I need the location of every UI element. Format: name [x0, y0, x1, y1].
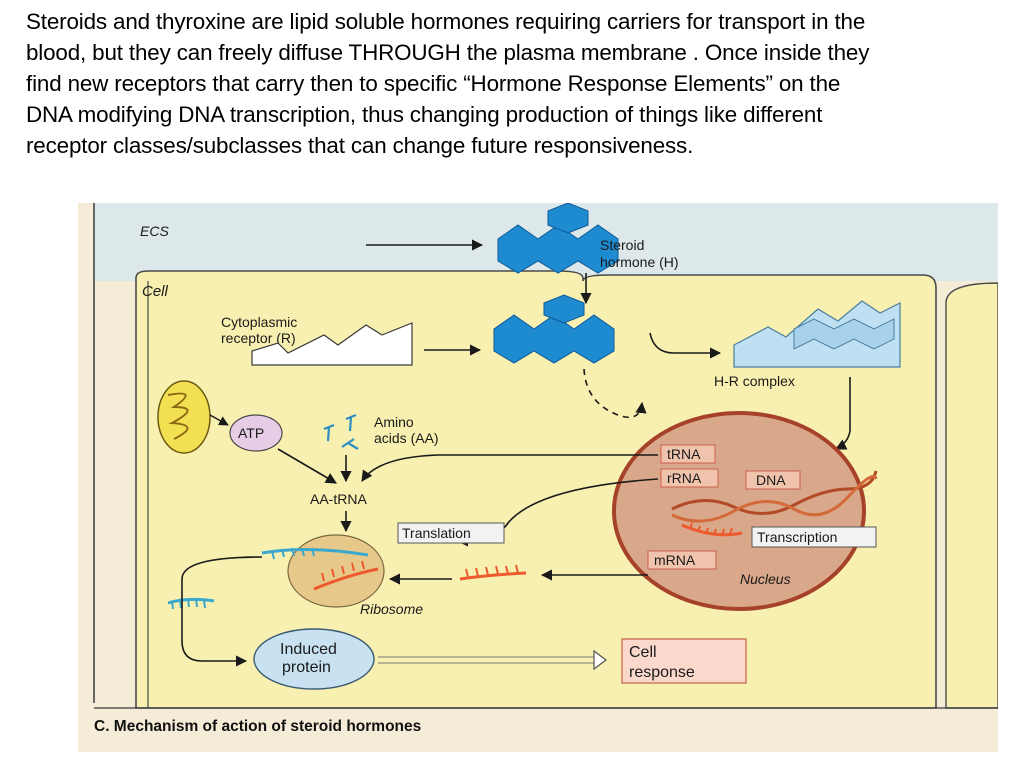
- caption-paragraph: Steroids and thyroxine are lipid soluble…: [26, 6, 1011, 161]
- cytoplasmic-mrna: [459, 571, 527, 581]
- dna-label: DNA: [756, 472, 786, 488]
- atp-molecule: [229, 414, 283, 452]
- dna-label-box: [745, 470, 801, 490]
- ribosome-mrna-bases: [321, 560, 365, 582]
- induced-protein-line2: protein: [282, 659, 331, 676]
- released-trna-bases: [171, 598, 206, 610]
- atp-label: ATP: [238, 425, 264, 441]
- direct-entry-dashed-arrow: [583, 368, 647, 419]
- amino-label-line2: acids (AA): [374, 430, 439, 446]
- mitochondrion-cristae: [167, 392, 189, 440]
- steroid-hormone-inside: [493, 314, 615, 364]
- transcription-label: Transcription: [757, 529, 837, 545]
- ribosome-label: Ribosome: [360, 601, 423, 617]
- hr-complex-hormone: [793, 318, 895, 350]
- receptor-label-line1: Cytoplasmic: [221, 314, 297, 330]
- induced-protein: [253, 628, 375, 690]
- caption-line: blood, but they can freely diffuse THROU…: [26, 40, 870, 65]
- ecs-label: ECS: [140, 223, 169, 239]
- cytoplasmic-receptor: [251, 322, 413, 366]
- neighbor-cell: [945, 282, 998, 709]
- complex-formation-arrow: [649, 332, 722, 359]
- atp-to-aatrna-arrow: [277, 448, 337, 484]
- mrna-label-box: [647, 550, 717, 570]
- rrna-label-box: [660, 468, 719, 488]
- figure-caption: C. Mechanism of action of steroid hormon…: [94, 718, 421, 735]
- transcription-label-box: [751, 526, 877, 548]
- steroid-mechanism-figure: ECS Cell Steroid hormone (H) Cytoplasmic…: [78, 203, 998, 752]
- figure-canvas: ECS Cell Steroid hormone (H) Cytoplasmic…: [78, 203, 998, 752]
- cell-label: Cell: [142, 283, 169, 300]
- trna-export-arrow: [361, 454, 658, 482]
- nascent-mrna: [681, 523, 743, 537]
- cell-response-line1: Cell: [629, 644, 657, 661]
- mitochondrion: [157, 380, 211, 454]
- ribosome-trna-bases: [271, 547, 315, 560]
- aa-trna-label: AA-tRNA: [310, 491, 367, 507]
- caption-line: Steroids and thyroxine are lipid soluble…: [26, 9, 866, 34]
- trna-label-box: [660, 444, 716, 464]
- cytoplasmic-mrna-bases: [465, 564, 519, 578]
- steroid-label-line1: Steroid: [600, 237, 644, 253]
- nucleus-label: Nucleus: [740, 571, 791, 587]
- dna-strand-b: [671, 474, 878, 523]
- cell-response-line2: response: [629, 664, 695, 681]
- response-arrow-head: [593, 649, 607, 671]
- ribosome-mrna-strand: [313, 567, 379, 591]
- rrna-label: rRNA: [667, 470, 702, 486]
- induced-protein-line1: Induced: [280, 641, 337, 658]
- amino-label-line1: Amino: [374, 414, 414, 430]
- nascent-mrna-bases: [689, 522, 733, 536]
- caption-line: receptor classes/subclasses that can cha…: [26, 133, 694, 158]
- translation-to-protein-arrow: [181, 556, 263, 667]
- caption-line: find new receptors that carry then to sp…: [26, 71, 841, 96]
- steroid-hormone-inside-ring: [543, 294, 585, 324]
- hr-complex-label: H-R complex: [714, 373, 795, 389]
- cell-response-box: [621, 638, 747, 684]
- steroid-hormone-outside: [497, 224, 619, 274]
- receptor-label-line2: receptor (R): [221, 330, 296, 346]
- mrna-label: mRNA: [654, 552, 696, 568]
- complex-to-nucleus-arrow: [834, 377, 851, 450]
- translation-label-box: [397, 522, 505, 544]
- steroid-hormone-ring: [547, 203, 589, 234]
- trna-label: tRNA: [667, 446, 701, 462]
- caption-line: DNA modifying DNA transcription, thus ch…: [26, 102, 823, 127]
- translation-label: Translation: [402, 525, 471, 541]
- amino-acid-icons: [323, 413, 359, 450]
- steroid-label-line2: hormone (H): [600, 254, 679, 270]
- mitochondrion-to-atp-arrow: [209, 414, 229, 426]
